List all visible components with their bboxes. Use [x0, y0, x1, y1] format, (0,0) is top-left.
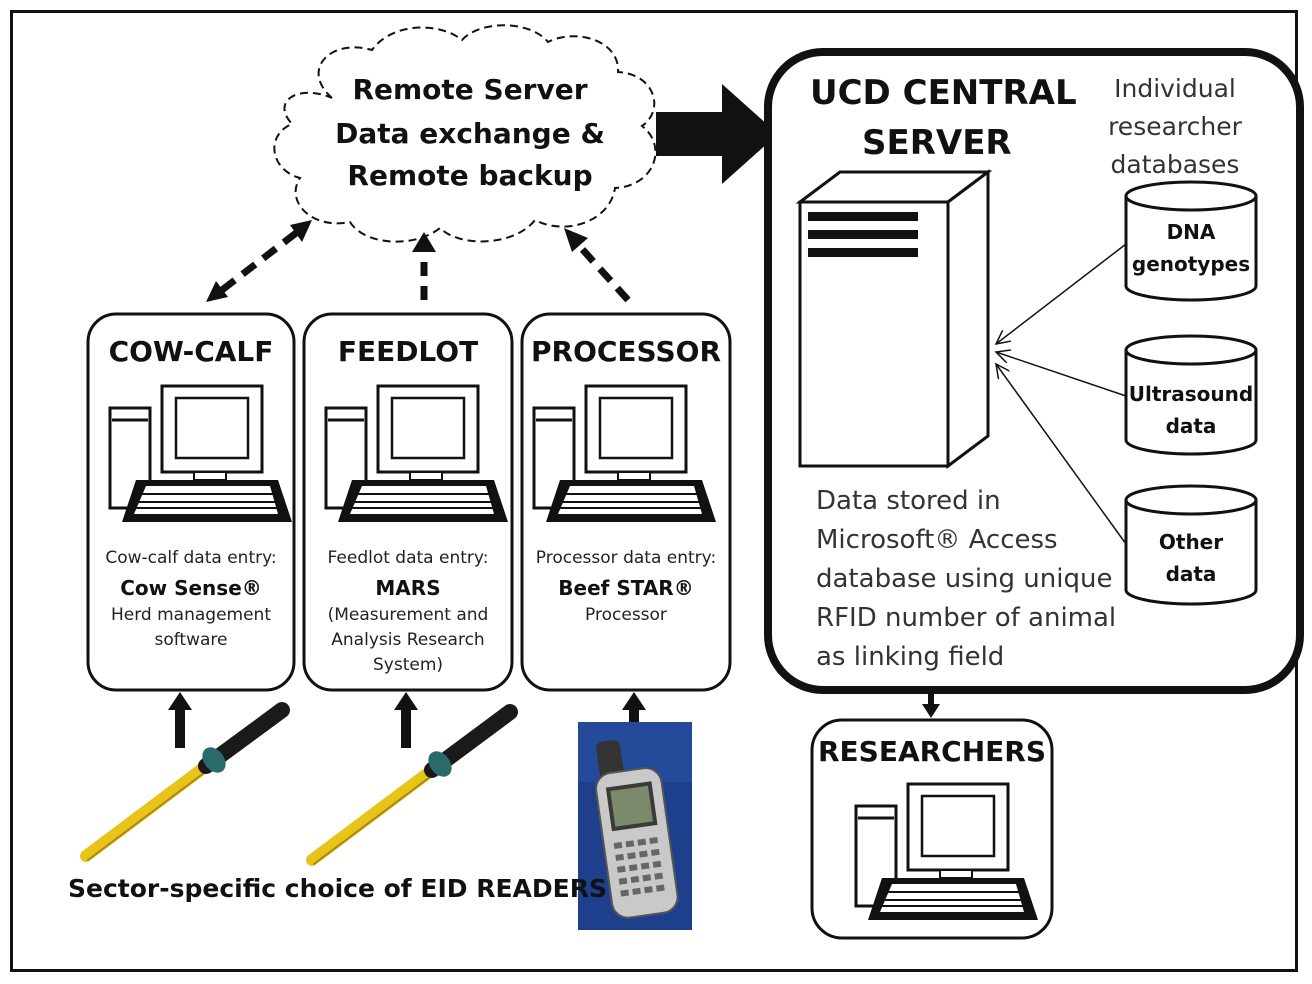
databases-heading-3: databases — [1110, 150, 1240, 179]
cloud-line-2: Data exchange & — [335, 117, 605, 150]
cowcalf-software: Cow Sense® — [120, 576, 262, 600]
stored-text-4: RFID number of animal — [816, 603, 1117, 633]
cloud-line-1: Remote Server — [352, 73, 588, 106]
stored-text-1: Data stored in — [816, 486, 1001, 516]
processor-title: PROCESSOR — [531, 335, 721, 368]
cowcalf-cloud-dashed-arrow — [206, 220, 312, 302]
cowcalf-title: COW-CALF — [108, 335, 274, 368]
researchers-title: RESEARCHERS — [817, 735, 1047, 768]
cowcalf-reader-arrow — [168, 692, 192, 748]
processor-desc-1: Processor — [585, 605, 667, 625]
databases-heading-2: researcher — [1108, 112, 1242, 141]
db-dna-label-2: genotypes — [1131, 252, 1251, 276]
feedlot-entry-label: Feedlot data entry: — [327, 548, 489, 568]
stored-text-2: Microsoft® Access — [816, 525, 1058, 555]
feedlot-desc-3: System) — [372, 655, 444, 675]
eid-readers-caption: Sector-specific choice of EID READERS — [68, 874, 607, 903]
stored-text-3: database using unique — [816, 564, 1113, 594]
central-server-title-1: UCD CENTRAL — [810, 73, 1077, 113]
db-other-label-1: Other — [1158, 530, 1224, 554]
server-tower-icon — [795, 169, 993, 469]
central-server-title-2: SERVER — [862, 123, 1012, 163]
feedlot-desc-2: Analysis Research — [331, 630, 485, 650]
feedlot-reader-arrow — [394, 692, 418, 748]
db-ultrasound-label-1: Ultrasound — [1128, 382, 1254, 406]
handheld-reader-icon — [578, 722, 692, 930]
processor-software: Beef STAR® — [558, 576, 694, 600]
stored-text-5: as linking field — [816, 642, 1005, 672]
feedlot-cloud-dashed-arrow — [412, 232, 436, 300]
db-other-data — [1124, 484, 1258, 606]
other-to-server-arrow — [996, 364, 1127, 545]
cowcalf-entry-label: Cow-calf data entry: — [105, 548, 277, 568]
cowcalf-desc-1: Herd management — [110, 605, 271, 625]
eid-wand-reader-2-icon — [306, 704, 518, 866]
databases-heading-1: Individual — [1114, 74, 1236, 103]
db-dna-label-1: DNA — [1166, 220, 1216, 244]
dna-to-server-arrow — [996, 243, 1127, 344]
db-dna-genotypes — [1124, 180, 1258, 302]
eid-wand-reader-1-icon — [80, 702, 290, 862]
db-ultrasound-label-2: data — [1165, 414, 1217, 438]
db-ultrasound-data — [1124, 334, 1258, 456]
feedlot-title: FEEDLOT — [337, 335, 479, 368]
processor-cloud-dashed-arrow — [564, 228, 631, 303]
cloud-line-3: Remote backup — [347, 159, 593, 192]
feedlot-desc-1: (Measurement and — [327, 605, 489, 625]
feedlot-software: MARS — [375, 576, 441, 600]
cloud-to-server-arrow — [656, 84, 778, 184]
server-to-researchers-arrow — [922, 690, 940, 718]
processor-entry-label: Processor data entry: — [535, 548, 717, 568]
ultrasound-to-server-arrow — [996, 352, 1127, 397]
db-other-label-2: data — [1165, 562, 1217, 586]
remote-server-cloud — [273, 24, 657, 243]
cowcalf-desc-2: software — [154, 630, 228, 650]
